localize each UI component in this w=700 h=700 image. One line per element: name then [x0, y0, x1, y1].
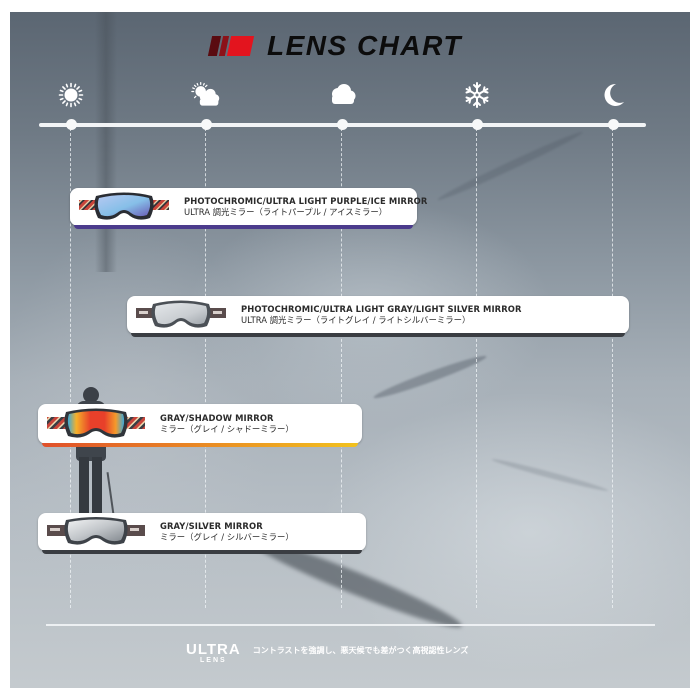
- timeline-guide-night: [612, 128, 614, 608]
- timeline-dot: [65, 119, 77, 130]
- lens-name-jp: ULTRA 調光ミラー（ライトグレイ / ライトシルバーミラー）: [241, 315, 471, 325]
- goggle-purple-ice-icon: [79, 192, 169, 220]
- timeline-dot: [471, 119, 483, 130]
- lens-card-gray-shadow: GRAY/SHADOW MIRROR ミラー（グレイ / シャドーミラー）: [38, 404, 362, 447]
- partly-cloudy-icon: [191, 80, 221, 110]
- tree-silhouette: [95, 12, 117, 272]
- footer: ULTRA LENS コントラストを強調し、悪天候でも差がつく高視認性レンズ: [186, 642, 468, 665]
- lens-card-purple-ice: PHOTOCHROMIC/ULTRA LIGHT PURPLE/ICE MIRR…: [70, 188, 427, 229]
- snow-background-photo: [10, 12, 690, 688]
- footer-tagline: コントラストを強調し、悪天候でも差がつく高視認性レンズ: [252, 646, 469, 655]
- footer-divider: [46, 624, 655, 626]
- lens-name-en: GRAY/SHADOW MIRROR: [160, 413, 274, 423]
- lens-name-en: PHOTOCHROMIC/ULTRA LIGHT GRAY/LIGHT SILV…: [241, 304, 522, 314]
- card-accent-bar: [42, 443, 358, 447]
- timeline-guide-sunny: [70, 128, 72, 608]
- lens-name-jp: ULTRA 調光ミラー（ライトパープル / アイスミラー）: [184, 207, 388, 217]
- card-accent-bar: [42, 550, 362, 554]
- title-text: LENS CHART: [267, 30, 462, 61]
- card-accent-bar: [74, 225, 413, 229]
- goggle-gray-silver-icon: [47, 517, 145, 545]
- timeline-dot: [200, 119, 212, 130]
- snow-ridge: [435, 128, 585, 204]
- snow-ridge: [491, 456, 609, 494]
- lens-name-jp: ミラー（グレイ / シルバーミラー）: [160, 532, 294, 542]
- logo-sub: LENS: [200, 657, 227, 664]
- sun-icon: [56, 80, 86, 110]
- snow-ridge: [371, 351, 489, 403]
- lens-name-en: GRAY/SILVER MIRROR: [160, 521, 263, 531]
- timeline-guide-cloudy: [341, 128, 343, 608]
- goggle-light-gray-silver-icon: [136, 300, 226, 328]
- moon-icon: [598, 80, 628, 110]
- lens-card-gray-silver: GRAY/SILVER MIRROR ミラー（グレイ / シルバーミラー）: [38, 513, 366, 554]
- timeline-guide-partly-cloudy: [205, 128, 207, 608]
- goggle-gray-shadow-icon: [47, 408, 145, 438]
- timeline-dot: [336, 119, 348, 130]
- timeline-guide-snow: [476, 128, 478, 608]
- lens-name-jp: ミラー（グレイ / シャドーミラー）: [160, 424, 294, 434]
- title-stripes-icon: [207, 36, 255, 56]
- page-title: LENS CHART: [207, 30, 462, 61]
- lens-name-en: PHOTOCHROMIC/ULTRA LIGHT PURPLE/ICE MIRR…: [184, 196, 428, 206]
- logo-main: ULTRA: [186, 641, 241, 658]
- timeline-dot: [607, 119, 619, 130]
- card-accent-bar: [131, 333, 625, 337]
- cloud-icon: [327, 80, 357, 110]
- ultra-lens-logo: ULTRA LENS: [186, 642, 241, 665]
- snowflake-icon: [462, 80, 492, 110]
- lens-card-light-gray-silver: PHOTOCHROMIC/ULTRA LIGHT GRAY/LIGHT SILV…: [127, 296, 629, 337]
